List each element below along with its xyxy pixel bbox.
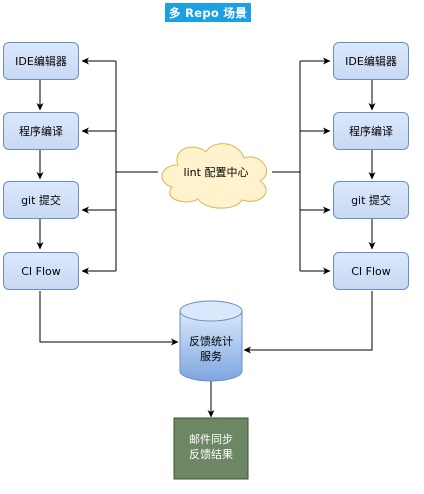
left-node-git-commit: git 提交 [3, 181, 79, 219]
edge-left-ci-to-feedback [39, 291, 179, 346]
cloud-shape [161, 143, 267, 209]
result-label: 邮件同步 反馈结果 [189, 433, 233, 461]
right-node-git-commit: git 提交 [333, 181, 409, 219]
left-node-compile: 程序编译 [3, 112, 79, 150]
right-node-ide-editor: IDE编辑器 [333, 42, 409, 80]
right-node-compile: 程序编译 [333, 112, 409, 150]
left-node-ci-flow: CI Flow [3, 252, 79, 290]
database-label: 反馈统计 服务 [189, 335, 233, 363]
diagram-title-banner: 多 Repo 场景 [165, 3, 251, 22]
result-box [173, 417, 249, 480]
edge-right-ci-to-feedback [243, 291, 373, 354]
right-node-ci-flow: CI Flow [333, 252, 409, 290]
left-node-ide-editor: IDE编辑器 [3, 42, 79, 80]
cloud-label: lint 配置中心 [183, 165, 249, 179]
database-cylinder [179, 300, 243, 382]
